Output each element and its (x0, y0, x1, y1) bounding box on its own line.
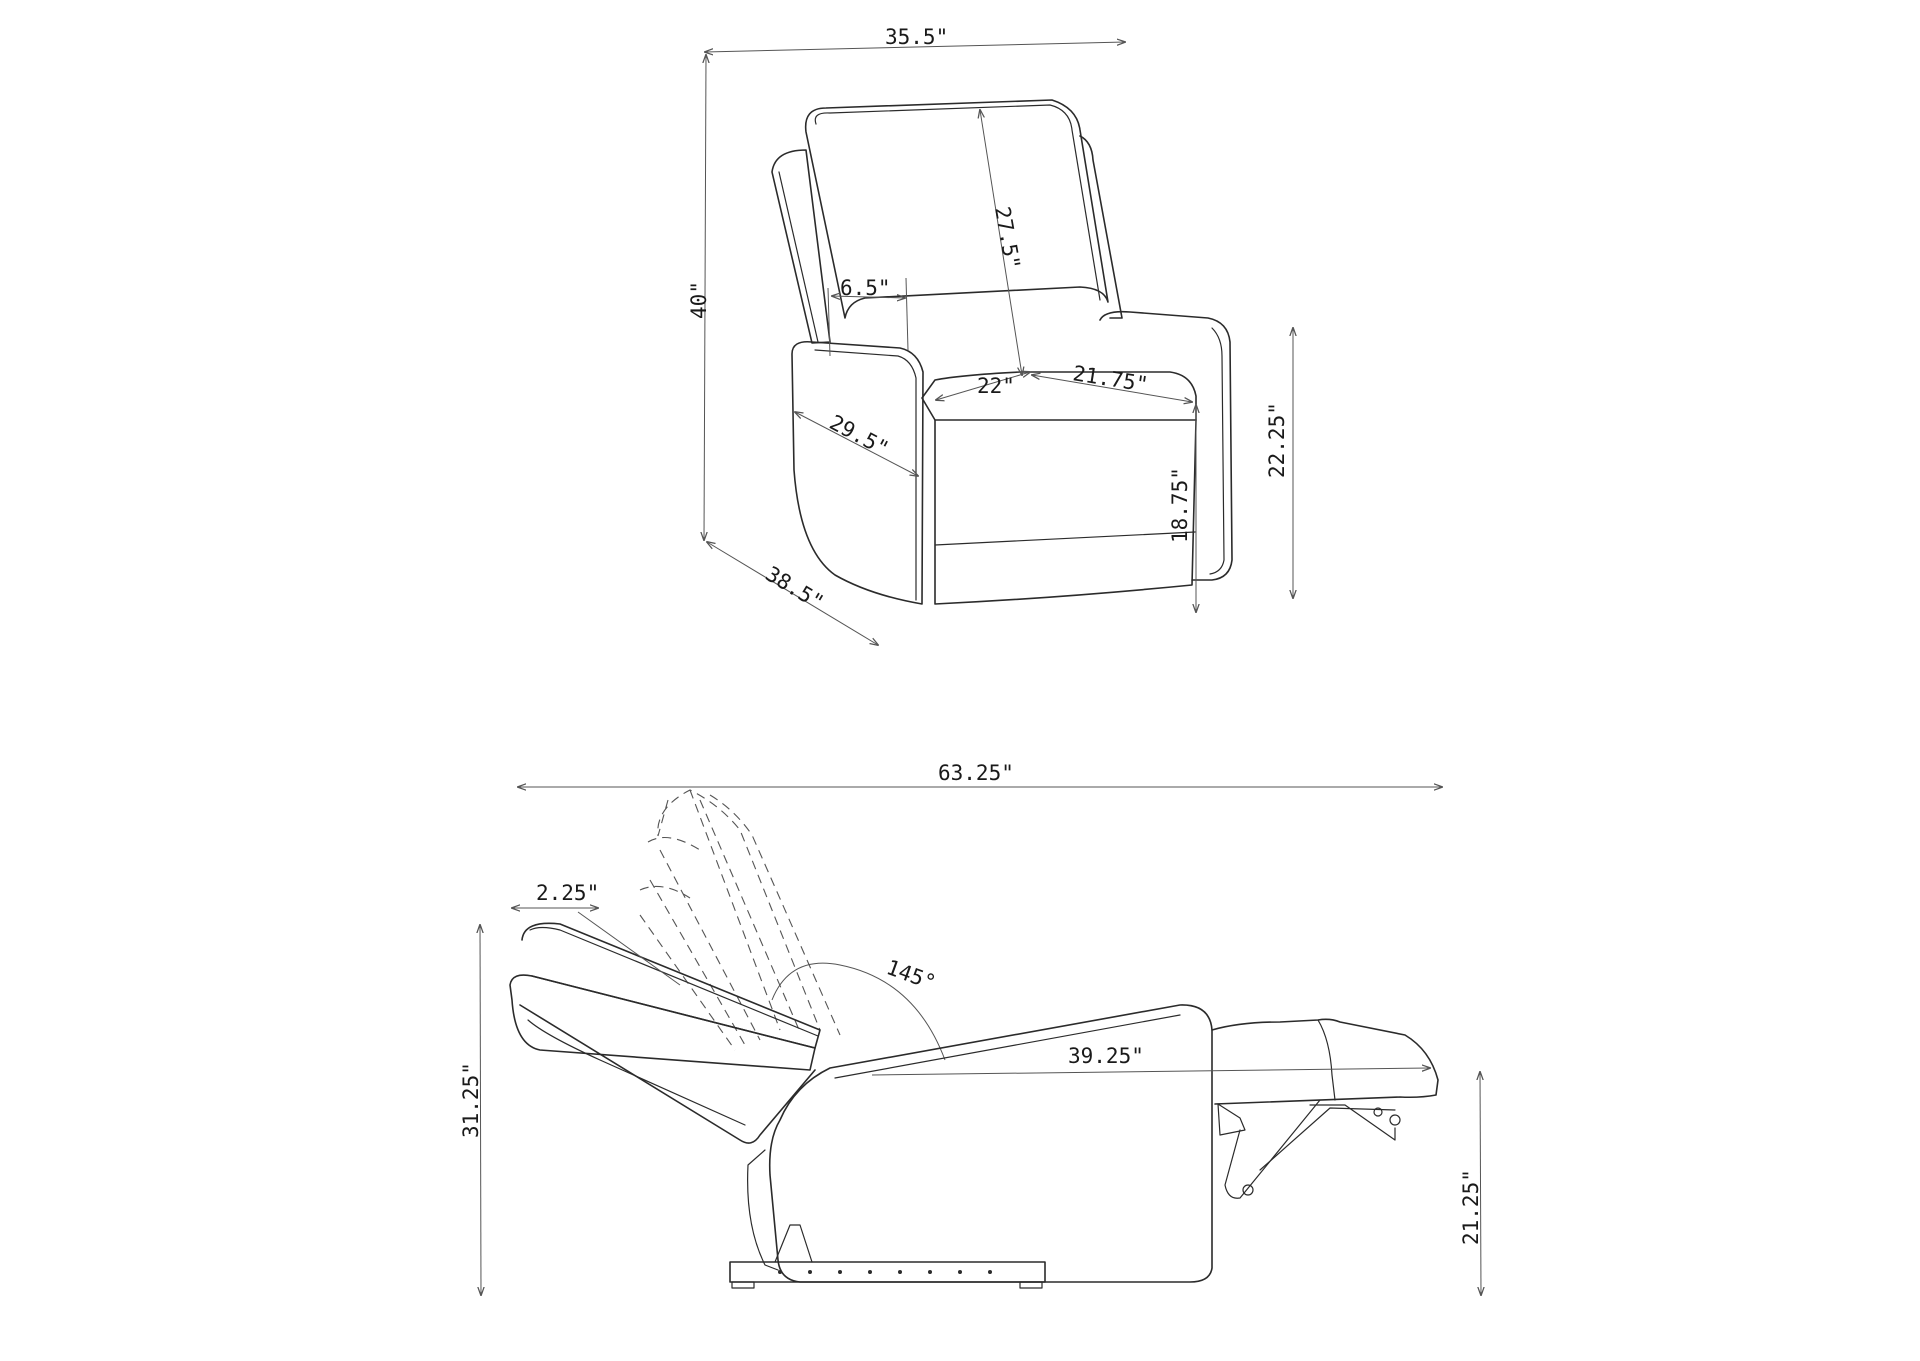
label-arm-height: 22.25" (1265, 402, 1289, 478)
reclined-back-lower-seam (527, 1019, 746, 1126)
back-cushion-inner-seam (814, 104, 1101, 301)
label-seat-to-footrest: 39.25" (1068, 1044, 1144, 1068)
label-reclined-length: 63.25" (938, 761, 1014, 785)
right-arm-seam (1209, 327, 1225, 575)
label-back-height: 27.5" (990, 205, 1025, 271)
base-screws (778, 1270, 992, 1274)
reclined-back-inner (529, 926, 819, 1037)
left-wing-outline (771, 149, 831, 344)
front-panel-base-seam (934, 531, 1196, 546)
front-panel-outline (934, 419, 1197, 605)
recliner-front-view (771, 99, 1233, 605)
dim-seat-width-line (936, 372, 1030, 400)
dim-back-height-line (980, 110, 1022, 375)
base-foot-left (731, 1281, 755, 1289)
dim-arm-width-ext-left (827, 287, 831, 357)
dim-width-line (705, 42, 1125, 52)
dim-reclined-height-line (480, 925, 481, 1295)
left-arm-top-seam (814, 349, 917, 601)
right-wing-outline (1079, 135, 1123, 319)
dim-seat-depth-line (1032, 375, 1192, 402)
label-width: 35.5" (885, 25, 948, 49)
left-wing-seam (778, 171, 819, 343)
dim-height-line (704, 55, 706, 540)
reclined-back-upper (521, 922, 821, 1049)
dimension-lines (480, 42, 1481, 1295)
recliner-side-view (509, 789, 1439, 1289)
recline-angle-arc (771, 962, 946, 1061)
dim-footrest-height-line (1480, 1072, 1481, 1295)
reclined-back-outline (509, 974, 816, 1071)
base-foot-right (1019, 1281, 1043, 1289)
dim-arm-width-line (832, 296, 905, 298)
label-height: 40" (687, 281, 711, 319)
dim-arm-width-ext-right (905, 277, 909, 351)
label-arm-width: 6.5" (840, 276, 891, 300)
label-arm-depth: 29.5" (826, 410, 893, 461)
label-depth: 38.5" (761, 562, 828, 615)
label-footrest-height: 21.25" (1459, 1169, 1483, 1245)
label-seat-depth: 21.75" (1071, 361, 1150, 397)
label-seat-height: 18.75" (1168, 467, 1192, 543)
dim-arm-depth-line (795, 412, 918, 476)
base-rail (729, 1261, 1046, 1283)
dim-depth-line (707, 542, 878, 645)
side-body-top-seam (834, 1014, 1181, 1079)
right-arm-outline (1099, 310, 1233, 581)
label-wall-clearance: 2.25" (536, 881, 599, 905)
base-bracket (774, 1224, 813, 1263)
reclined-back-underside (519, 1004, 816, 1144)
label-seat-width: 22" (977, 374, 1015, 398)
footrest-seam (1317, 1019, 1336, 1101)
back-cushion-outline (804, 99, 1109, 319)
dim-wall-clearance-ext (577, 911, 681, 986)
recline-mechanism (1217, 1099, 1401, 1199)
side-body-outline (768, 1004, 1213, 1283)
dim-seat-to-footrest-line (871, 1068, 1430, 1076)
footrest-outline (1211, 1018, 1439, 1105)
left-arm-outline (791, 340, 924, 605)
label-recline-angle: 145° (883, 955, 939, 995)
label-reclined-height: 31.25" (459, 1062, 483, 1138)
